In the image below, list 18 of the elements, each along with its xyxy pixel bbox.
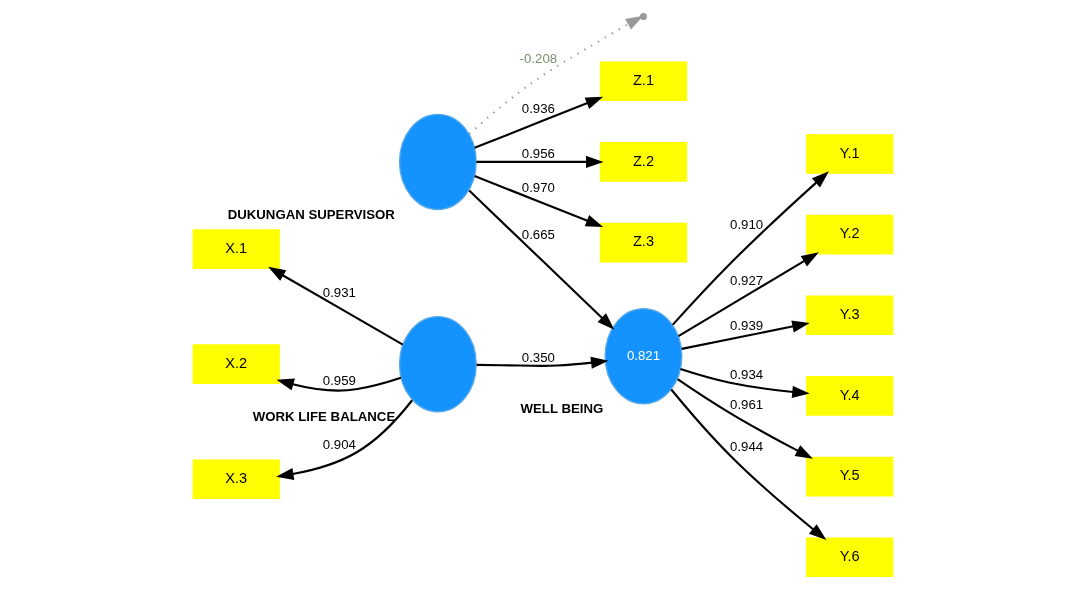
node-label: WORK LIFE BALANCE [252, 409, 395, 425]
edge-label: -0.208 [519, 50, 557, 66]
node-label: WELL BEING [520, 401, 603, 417]
edge-label: 0.959 [322, 373, 356, 389]
edge-label: 0.665 [521, 226, 555, 242]
edge-label: 0.936 [521, 100, 555, 116]
edge-label: 0.956 [521, 145, 555, 161]
edge-label: 0.970 [521, 180, 555, 196]
edge-label: 0.939 [729, 317, 763, 333]
edge-label: 0.350 [521, 349, 555, 365]
edge-label: 0.934 [729, 366, 763, 382]
edge-label: 0.944 [729, 439, 763, 455]
edge-label: 0.910 [729, 217, 763, 233]
edge-label: 0.931 [322, 284, 356, 300]
edge-label: 0.961 [729, 397, 763, 413]
edge-label: 0.927 [729, 272, 763, 288]
node-label: DUKUNGAN SUPERVISOR [227, 206, 395, 222]
edge-label: 0.904 [322, 436, 356, 452]
